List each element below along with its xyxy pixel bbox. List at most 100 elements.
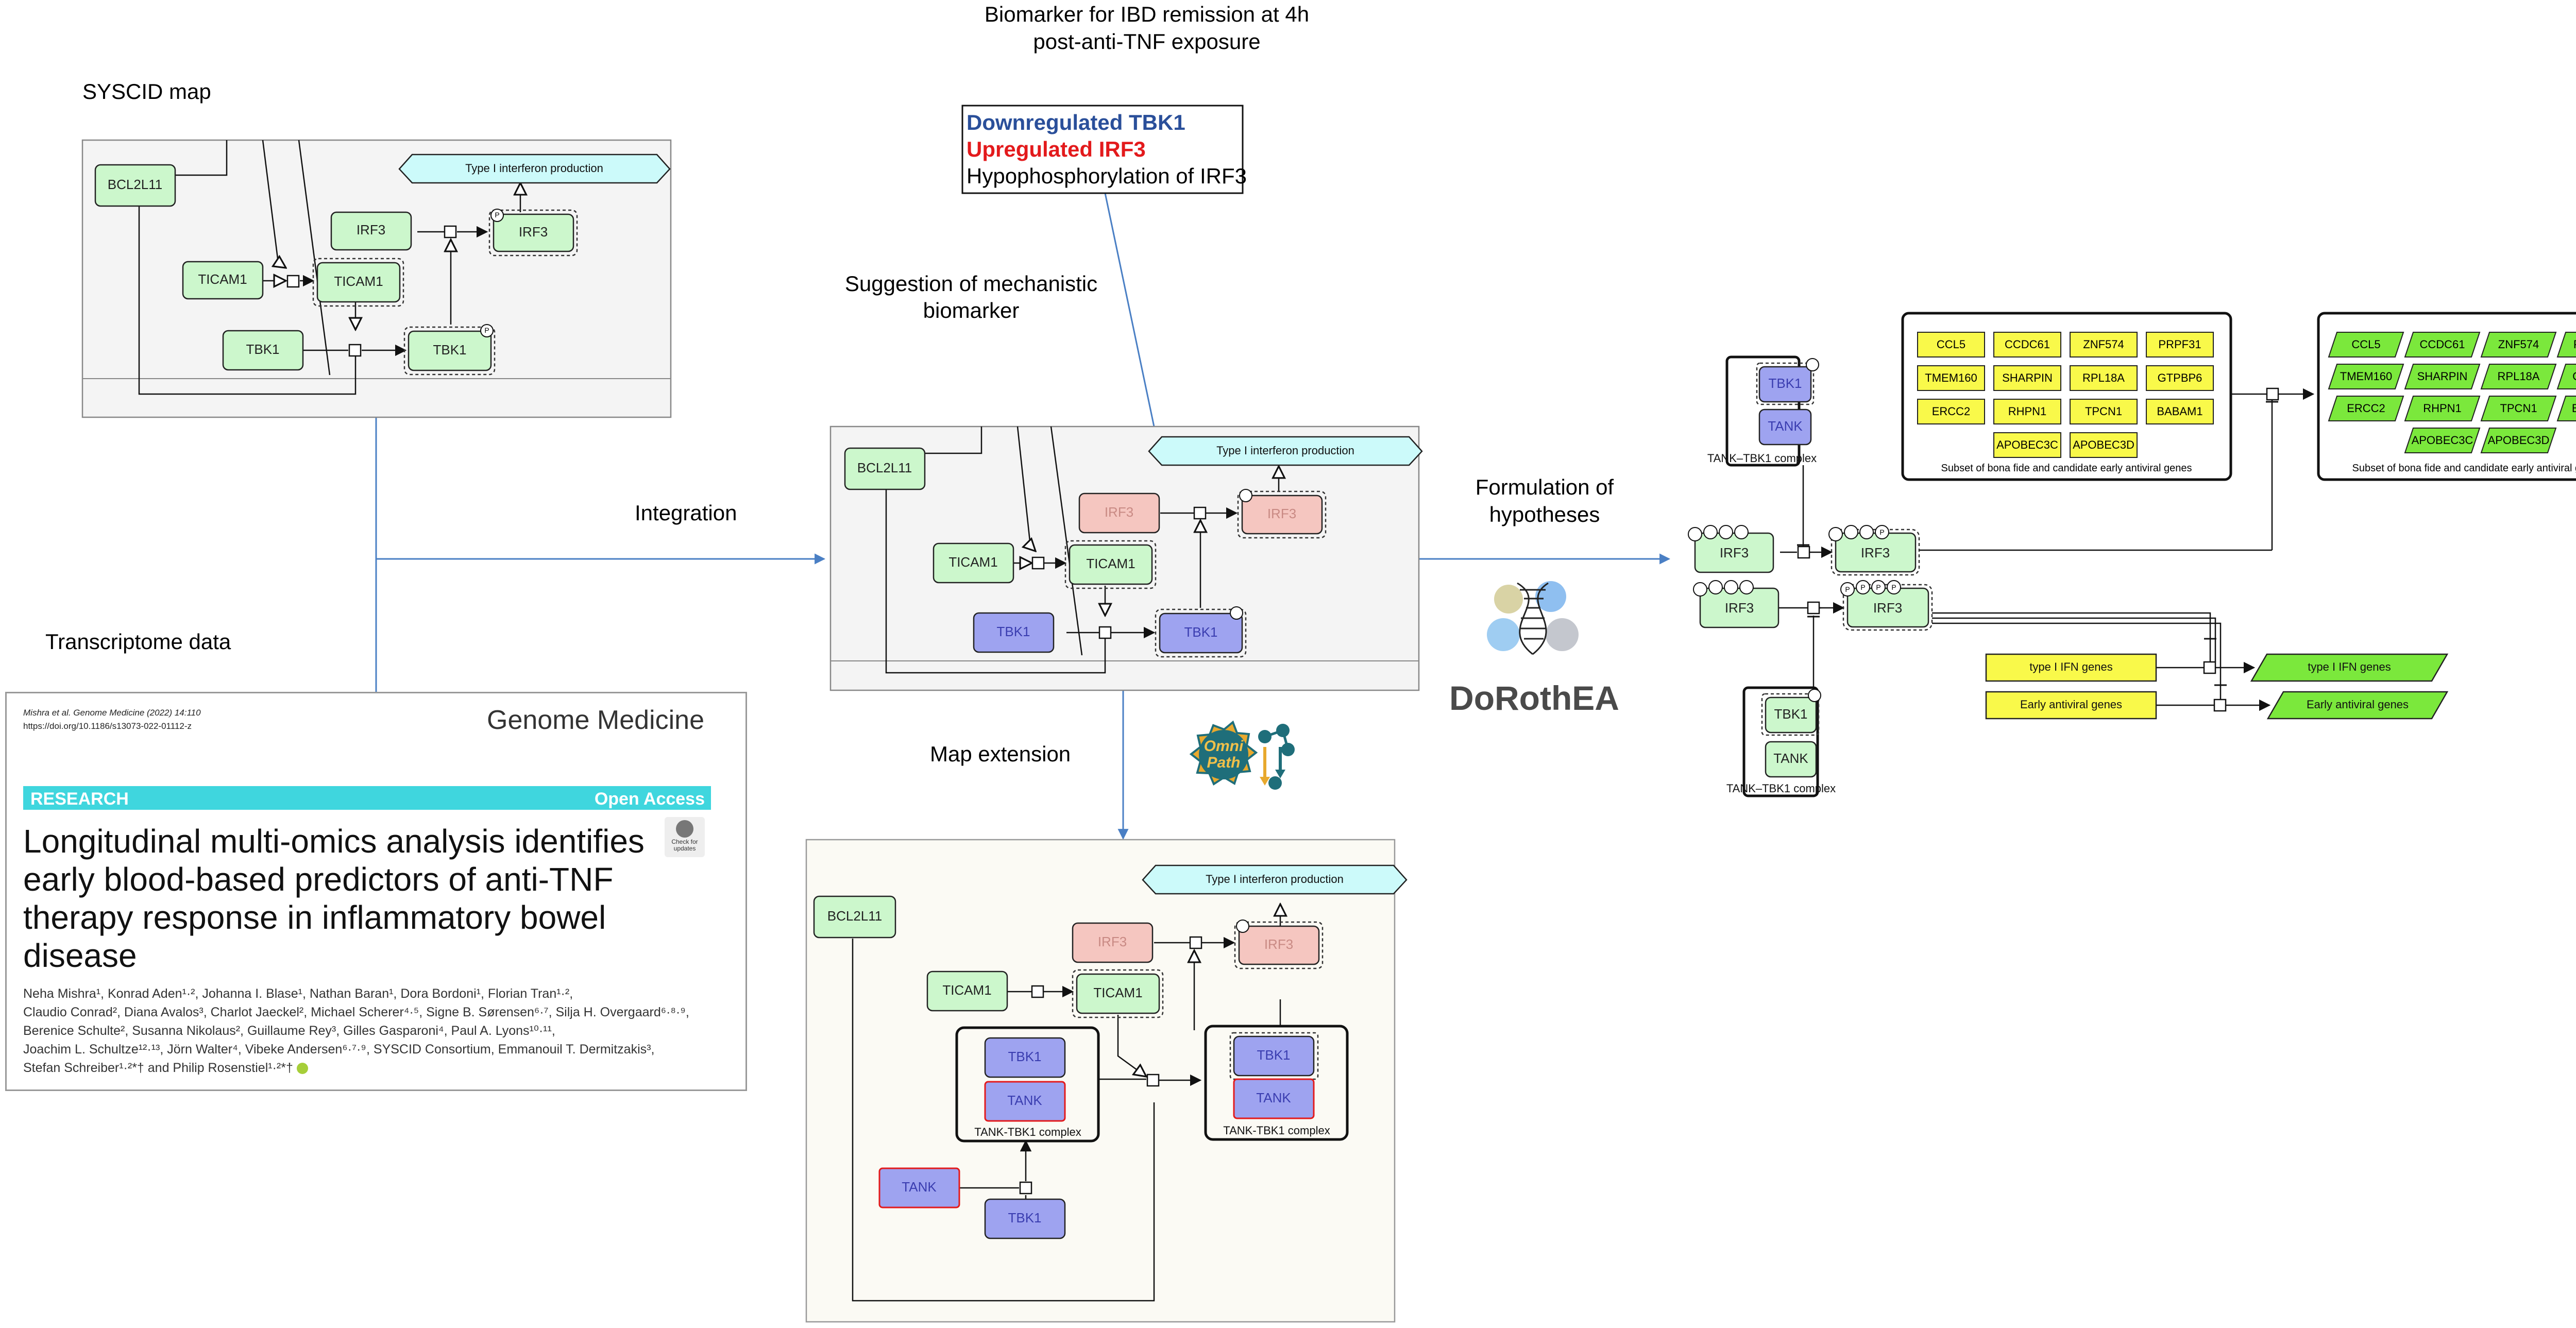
check-updates-badge[interactable]: Check for updates xyxy=(665,817,705,857)
irf3-node: IRF3 xyxy=(357,222,385,237)
svg-text:IRF3: IRF3 xyxy=(1720,545,1749,560)
suggestion-label-line1: Suggestion of mechanistic xyxy=(845,271,1097,296)
extended-map-panel: BCL2L11 Type I interferon production IRF… xyxy=(805,839,1408,1323)
svg-text:Path: Path xyxy=(1207,754,1240,771)
svg-text:TBK1: TBK1 xyxy=(1008,1210,1041,1225)
gene-label: PRPF31 xyxy=(2573,338,2576,351)
gene-box xyxy=(2070,399,2138,424)
gene-box xyxy=(2480,332,2557,357)
svg-text:Subset of bona fide and candid: Subset of bona fide and candidate early … xyxy=(2352,463,2576,474)
map-extension-label: Map extension xyxy=(930,742,1071,766)
gene-label: CCDC61 xyxy=(2419,338,2465,351)
gene-label: TMEM160 xyxy=(2340,370,2392,383)
svg-text:TICAM1: TICAM1 xyxy=(334,274,383,289)
gene-box xyxy=(1917,365,1985,391)
type1-ifn-genes-source: type I IFN genes xyxy=(2029,660,2112,673)
paper-doi[interactable]: https://doi.org/10.1186/s13073-022-01112… xyxy=(23,721,192,731)
gene-box xyxy=(2328,396,2404,421)
svg-text:Type I interferon production: Type I interferon production xyxy=(1216,444,1354,457)
formulation-label-line2: hypotheses xyxy=(1489,502,1600,526)
gene-box xyxy=(1993,399,2061,424)
check-updates-icon xyxy=(676,820,693,838)
paper-header: Mishra et al. Genome Medicine (2022) 14:… xyxy=(5,692,747,1091)
svg-text:BCL2L11: BCL2L11 xyxy=(827,908,883,924)
biomarker-title-line2: post-anti-TNF exposure xyxy=(1033,29,1260,54)
svg-text:TICAM1: TICAM1 xyxy=(942,982,991,998)
biomarker-line1: Downregulated TBK1 xyxy=(967,110,1185,134)
research-banner: RESEARCH Open Access xyxy=(23,786,711,810)
gene-box xyxy=(2404,332,2481,357)
orcid-icon[interactable] xyxy=(296,1063,308,1075)
paper-citation: Mishra et al. Genome Medicine (2022) 14:… xyxy=(23,708,201,718)
gene-box xyxy=(1917,399,1985,424)
gene-box xyxy=(2328,364,2404,389)
svg-text:P: P xyxy=(1879,528,1884,536)
early-antiviral-genes-target: Early antiviral genes xyxy=(2307,698,2409,711)
dorothea-logo: DoRothEA xyxy=(1449,581,1619,717)
early-antiviral-genes-source: Early antiviral genes xyxy=(2020,698,2122,711)
svg-text:P: P xyxy=(1860,583,1865,591)
gene-label: ERCC2 xyxy=(2347,402,2385,415)
gene-box xyxy=(2480,428,2557,453)
svg-text:P: P xyxy=(484,326,489,334)
gene-label: CCL5 xyxy=(2351,338,2380,351)
gene-label: CCL5 xyxy=(1937,338,1965,351)
gene-label: ZNF574 xyxy=(2498,338,2539,351)
gene-box xyxy=(2480,364,2557,389)
svg-text:TANK: TANK xyxy=(1256,1090,1291,1105)
gene-label: PRPF31 xyxy=(2158,338,2201,351)
svg-text:IRF3: IRF3 xyxy=(1264,937,1293,952)
type1-ifn-node xyxy=(398,154,671,184)
svg-text:TICAM1: TICAM1 xyxy=(948,554,997,570)
tbk1-node: TBK1 xyxy=(246,342,279,357)
gene-box xyxy=(2070,332,2138,357)
biomarker-line3: Hypophosphorylation of IRF3 xyxy=(967,164,1247,188)
svg-text:TBK1: TBK1 xyxy=(1774,706,1807,722)
svg-text:TBK1: TBK1 xyxy=(1257,1047,1290,1063)
irf3-upregulated-node: IRF3 xyxy=(1105,504,1133,520)
svg-text:TBK1: TBK1 xyxy=(1184,624,1217,640)
svg-text:P: P xyxy=(1845,585,1850,593)
gene-label: RPL18A xyxy=(2082,371,2125,384)
gene-label: APOBEC3C xyxy=(1996,438,2058,451)
svg-text:P: P xyxy=(495,211,499,219)
transcriptome-label: Transcriptome data xyxy=(45,629,231,654)
svg-text:Omni: Omni xyxy=(1204,738,1244,755)
gene-label: GTPBP6 xyxy=(2572,370,2576,383)
formulation-label-line1: Formulation of xyxy=(1476,475,1614,499)
svg-text:IRF3: IRF3 xyxy=(1098,934,1127,949)
svg-text:TANK: TANK xyxy=(1768,418,1803,434)
svg-text:TICAM1: TICAM1 xyxy=(1093,985,1142,1000)
gene-label: TMEM160 xyxy=(1925,371,1977,384)
gene-label: BABAM1 xyxy=(2157,405,2202,418)
gene-label: BABAM1 xyxy=(2572,402,2576,415)
svg-text:TANK-TBK1 complex: TANK-TBK1 complex xyxy=(1223,1124,1330,1137)
svg-text:IRF3: IRF3 xyxy=(1861,545,1890,560)
journal-name: Genome Medicine xyxy=(487,705,704,735)
hypothesis-panel: TBK1 TANK TANK–TBK1 complex TBK1 TANK TA… xyxy=(1688,312,2576,797)
biomarker-line2: Upregulated IRF3 xyxy=(967,137,1146,161)
integrated-map-panel: BCL2L11 Type I interferon production IRF… xyxy=(829,425,1423,691)
svg-text:IRF3: IRF3 xyxy=(1267,506,1296,521)
gene-label: APOBEC3C xyxy=(2412,434,2473,447)
gene-subset-green: CCL5CCDC61ZNF574PRPF31TMEM160SHARPINRPL1… xyxy=(2328,332,2576,453)
gene-label: GTPBP6 xyxy=(2158,371,2202,384)
gene-label: TPCN1 xyxy=(2500,402,2537,415)
svg-text:TANK: TANK xyxy=(1773,751,1808,766)
gene-box xyxy=(2556,396,2576,421)
gene-label: TPCN1 xyxy=(2085,405,2122,418)
gene-subset-caption: Subset of bona fide and candidate early … xyxy=(1941,463,2192,474)
gene-label: SHARPIN xyxy=(2417,370,2468,383)
svg-text:TANK-TBK1 complex: TANK-TBK1 complex xyxy=(974,1126,1081,1138)
gene-label: APOBEC3D xyxy=(2073,438,2134,451)
gene-box xyxy=(2556,332,2576,357)
svg-text:IRF3: IRF3 xyxy=(1873,600,1902,616)
svg-text:Type I interferon production: Type I interferon production xyxy=(465,162,603,175)
svg-text:IRF3: IRF3 xyxy=(1725,600,1754,616)
svg-text:Type I interferon production: Type I interferon production xyxy=(1206,873,1344,886)
integration-label: Integration xyxy=(635,501,737,525)
gene-box xyxy=(1917,332,1985,357)
svg-text:TICAM1: TICAM1 xyxy=(1086,556,1135,571)
